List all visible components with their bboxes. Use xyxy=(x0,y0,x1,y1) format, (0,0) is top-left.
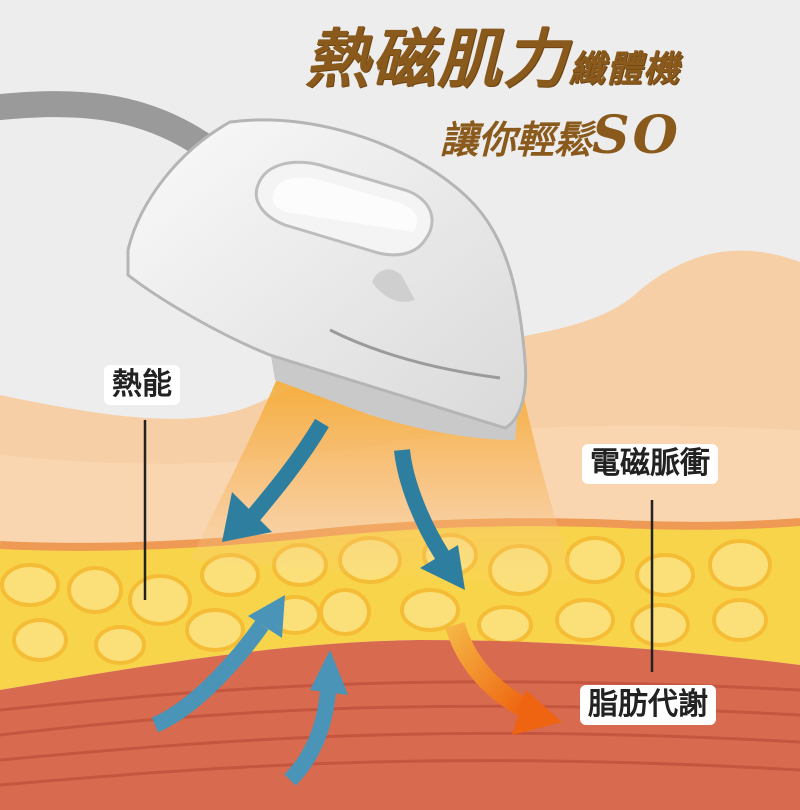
label-heat: 熱能 xyxy=(104,365,180,405)
title-sub-suffix: SO xyxy=(592,105,681,166)
fat-cell xyxy=(402,590,458,630)
fat-cell xyxy=(557,600,613,640)
fat-cell xyxy=(710,541,770,589)
fat-cell xyxy=(96,627,144,663)
fat-cell xyxy=(567,538,623,582)
fat-cell xyxy=(632,605,688,645)
title-main-suffix: 纖體機 xyxy=(569,48,680,90)
fat-cell xyxy=(321,590,369,634)
fat-cell xyxy=(187,610,243,650)
label-fat-metabolism: 脂肪代謝 xyxy=(580,685,716,725)
title-sub-text: 讓你輕鬆 xyxy=(440,117,592,162)
fat-cell xyxy=(130,576,190,624)
title-main-text: 熱磁肌力 xyxy=(305,22,569,97)
title-sub: 讓你輕鬆SO xyxy=(440,110,681,162)
fat-cell xyxy=(637,555,693,595)
fat-cell xyxy=(14,620,66,660)
fat-cell xyxy=(479,607,531,643)
fat-cell xyxy=(2,565,58,605)
title-main: 熱磁肌力纖體機 xyxy=(305,28,680,92)
fat-cell xyxy=(714,600,766,640)
fat-cell xyxy=(69,568,121,612)
label-electromagnetic-pulse: 電磁脈衝 xyxy=(582,444,718,484)
